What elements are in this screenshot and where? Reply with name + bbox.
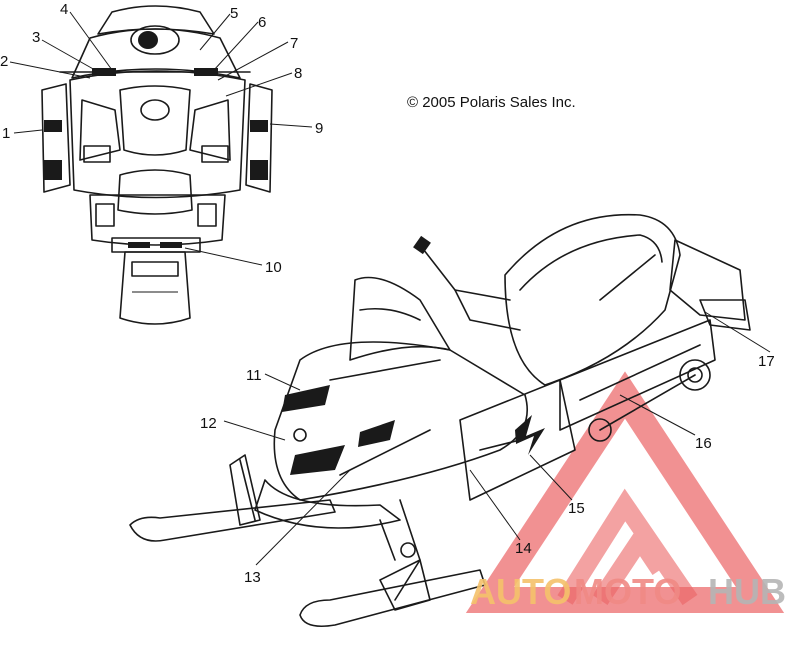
callout-12: 12: [200, 415, 217, 432]
callout-4: 4: [60, 1, 68, 18]
leader-11: [264, 373, 301, 391]
leader-4: [69, 11, 113, 71]
callout-17: 17: [758, 353, 775, 370]
leader-5: [199, 13, 231, 51]
leader-6: [213, 21, 259, 71]
watermark-moto: MOTO: [574, 571, 681, 612]
callout-13: 13: [244, 569, 261, 586]
callout-3: 3: [32, 29, 40, 46]
callout-2: 2: [0, 53, 8, 70]
leader-1: [13, 129, 43, 134]
watermark-auto: AUTO: [470, 571, 571, 612]
watermark-hub: HUB: [708, 571, 786, 612]
callout-6: 6: [258, 14, 266, 31]
watermark-triangle-outer: [465, 371, 785, 613]
copyright-notice: © 2005 Polaris Sales Inc.: [407, 94, 576, 111]
callout-15: 15: [568, 500, 585, 517]
callout-8: 8: [294, 65, 302, 82]
leader-13: [255, 469, 351, 566]
leader-12: [223, 420, 286, 441]
callout-10: 10: [265, 259, 282, 276]
watermark-text: AUTO MOTO HUB: [470, 571, 786, 612]
leader-17: [704, 311, 771, 353]
callout-numbers: 1 2 3 4 5 6 7 8 9 10 11 12 13 14 15 16 1…: [0, 1, 775, 586]
leader-9: [269, 123, 313, 128]
callout-9: 9: [315, 120, 323, 137]
leader-2: [9, 61, 91, 79]
callout-16: 16: [695, 435, 712, 452]
callout-7: 7: [290, 35, 298, 52]
leader-7: [217, 41, 289, 81]
leader-16: [619, 394, 696, 436]
watermark-triangle-inner: [557, 488, 698, 606]
callout-5: 5: [230, 5, 238, 22]
callout-11: 11: [246, 367, 262, 384]
leader-3: [41, 39, 96, 71]
side-view-drawing: [129, 213, 751, 628]
callout-14: 14: [515, 540, 532, 557]
top-view-drawing: [41, 5, 273, 325]
watermark-logo: [465, 371, 785, 613]
leader-14: [469, 469, 521, 541]
leader-10: [184, 247, 263, 266]
callout-1: 1: [2, 125, 10, 142]
leader-15: [529, 454, 573, 501]
leader-lines: [9, 11, 771, 566]
leader-8: [225, 72, 293, 97]
